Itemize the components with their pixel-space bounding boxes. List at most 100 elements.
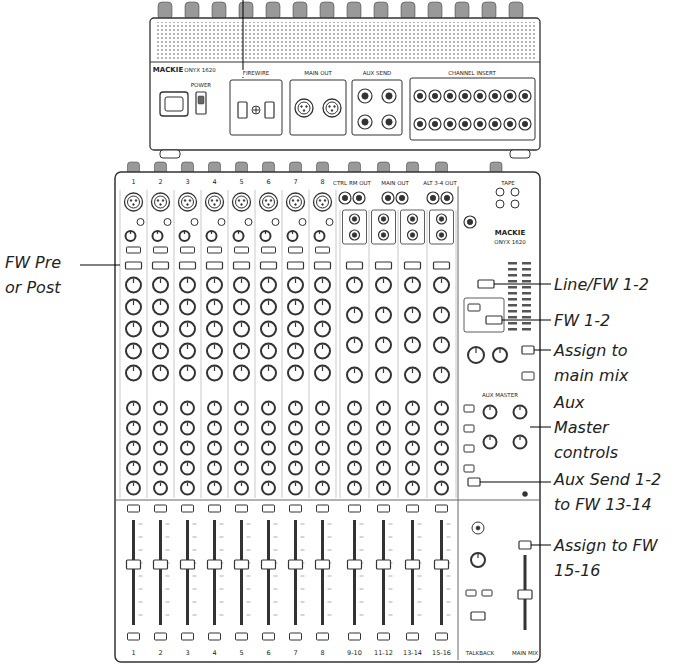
fader-slot [267, 520, 270, 625]
fader-tick [389, 537, 393, 538]
strip-divider [456, 210, 457, 498]
knob [153, 300, 168, 315]
fader-tick [447, 550, 451, 551]
jack-hole [522, 93, 527, 98]
fw-button [376, 262, 392, 269]
fader-tick [220, 524, 224, 525]
jack [353, 192, 365, 204]
switch [154, 247, 168, 253]
knob-pointer [160, 367, 161, 372]
knob-pointer [241, 323, 242, 328]
solo-button [317, 633, 329, 640]
jack-hole [410, 233, 415, 238]
master-divider [458, 186, 459, 660]
xlr-pin [157, 200, 159, 202]
meter-segment [508, 286, 517, 289]
panel-label: MAIN OUT [303, 70, 333, 77]
knob [153, 278, 168, 293]
xlr-pin [214, 204, 216, 206]
fader-tick [418, 576, 422, 577]
jack-hole [430, 195, 435, 200]
knob-pointer [412, 279, 413, 284]
xlr-jack [323, 99, 341, 117]
knob-pointer [160, 443, 161, 447]
jack-hole [477, 121, 482, 126]
knob-pointer [241, 463, 242, 467]
fader-tick [166, 589, 170, 590]
fader-tick [360, 576, 364, 577]
knob [406, 422, 419, 435]
knob [377, 462, 390, 475]
meter-segment [522, 286, 531, 289]
knob-top [293, 2, 307, 20]
knob-pointer [268, 483, 269, 487]
fader-tick [139, 550, 143, 551]
fader-cap [406, 560, 420, 569]
fader-tick [274, 589, 278, 590]
knob [434, 278, 449, 293]
xlr-pin [329, 106, 331, 108]
mute-button [128, 505, 140, 512]
knob [405, 308, 420, 323]
knob-pointer [354, 463, 355, 467]
knob [405, 338, 420, 353]
aux-master-button [464, 425, 474, 432]
jack-hole [447, 121, 452, 126]
mute-button [378, 505, 390, 512]
knob-pointer [187, 345, 188, 350]
knob-pointer [268, 403, 269, 407]
fader-tick [301, 550, 305, 551]
xlr-pin [211, 200, 213, 202]
fader-tick [220, 615, 224, 616]
knob-pointer [241, 443, 242, 447]
channel-number: 15-16 [431, 649, 452, 657]
knob [207, 300, 222, 315]
knob [376, 368, 391, 383]
knob [316, 422, 329, 435]
firewire-symbol [256, 107, 257, 113]
channel-number: 8 [319, 178, 325, 186]
fader-tick [220, 550, 224, 551]
callout-label: Assign to main mix [554, 338, 659, 388]
knob-pointer [295, 443, 296, 447]
solo-button [155, 633, 167, 640]
knob-pointer [214, 367, 215, 372]
strip-divider [120, 190, 121, 498]
solo-button [378, 633, 390, 640]
knob-pointer [383, 423, 384, 427]
brand-label: MACKIE [494, 229, 526, 237]
jack [414, 90, 426, 102]
knob-pointer [354, 403, 355, 407]
jack-hole [417, 93, 422, 98]
panel-label: TALKBACK [465, 650, 495, 657]
knob [181, 422, 194, 435]
jack-hole [352, 233, 357, 238]
knob [126, 231, 136, 241]
rear-panel [150, 18, 540, 150]
jack [382, 89, 396, 103]
power-switch [196, 92, 206, 114]
knob [207, 278, 222, 293]
fader-divider [115, 500, 540, 501]
jack-hole [381, 217, 386, 222]
panel-label: MAIN OUT [380, 180, 410, 187]
knob [126, 344, 141, 359]
knob-pointer [322, 367, 323, 372]
mute-button [263, 505, 275, 512]
fader-tick [166, 576, 170, 577]
strip-divider [309, 190, 310, 498]
knob [262, 482, 275, 495]
channel-number: 11-12 [373, 649, 394, 657]
jack [437, 230, 447, 240]
knob-pointer [214, 483, 215, 487]
knob-top [320, 2, 334, 20]
xlr-pin [187, 204, 189, 206]
knob-pointer [133, 367, 134, 372]
fader-tick [220, 537, 224, 538]
xlr-pin [243, 200, 245, 202]
jack-hole [477, 93, 482, 98]
knob-pointer [268, 279, 269, 284]
switch [181, 247, 195, 253]
jack-hole [356, 195, 361, 200]
knob [234, 366, 249, 381]
